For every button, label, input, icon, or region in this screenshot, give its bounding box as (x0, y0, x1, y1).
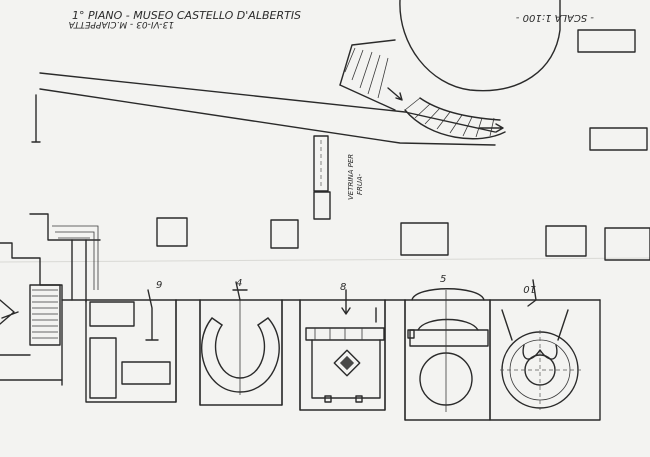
pillar-3 (400, 222, 449, 256)
room-number-10: 10 (523, 283, 536, 294)
room-8: 8 (299, 282, 386, 411)
pillar-2 (270, 219, 299, 249)
room-partitions (175, 299, 406, 421)
room-9: 9 (85, 280, 177, 403)
right-window-1 (577, 29, 636, 53)
pillar-1 (156, 217, 188, 247)
vitrine: VETRINA PER FRUA- (313, 135, 364, 220)
room-number-9: 9 (156, 280, 162, 291)
right-window-2 (589, 127, 648, 151)
right-window-3 (604, 227, 650, 261)
room-4: 4 (199, 278, 283, 406)
vitrine-label-2: FRUA- (356, 173, 364, 195)
room-10: 10 (489, 279, 601, 421)
plan-scale: - SCALA 1:100 - (515, 12, 594, 23)
pillar-4 (545, 225, 587, 257)
plan-date-author: 13-VI-03 - M.CIAPPETTA (69, 19, 174, 29)
room-number-5: 5 (440, 274, 446, 285)
plan-title: 1° PIANO - MUSEO CASTELLO D'ALBERTIS (72, 9, 301, 22)
room-number-4: 4 (236, 278, 242, 289)
room-number-8: 8 (340, 282, 346, 293)
paper-fold (0, 257, 650, 263)
diagonal-corridor (39, 72, 496, 146)
vitrine-label-1: VETRINA PER (347, 154, 355, 200)
tower-stair (339, 39, 403, 111)
room-5: 5 (404, 274, 491, 421)
left-wall (0, 94, 101, 386)
